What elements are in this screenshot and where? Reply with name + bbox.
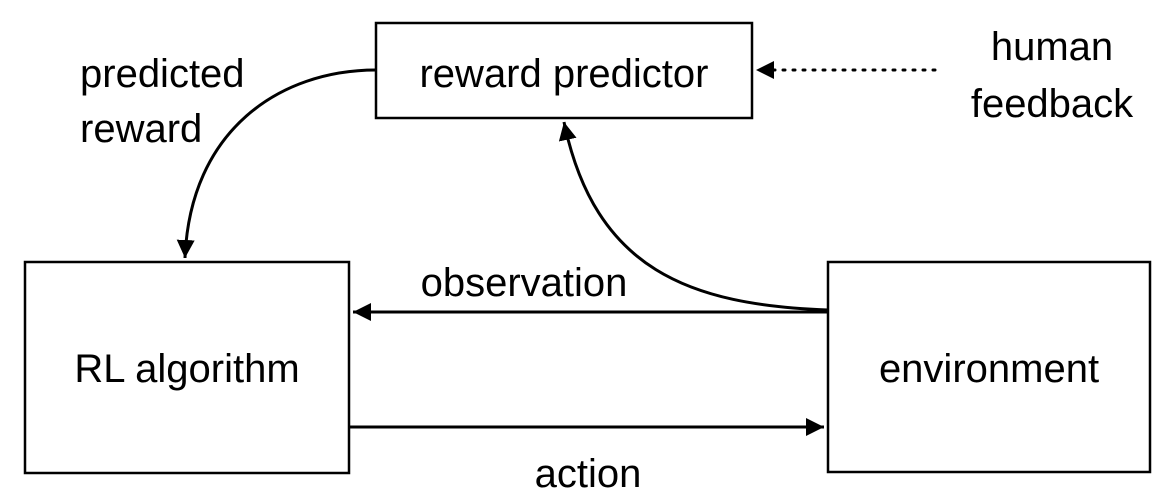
action-label: action (535, 452, 642, 494)
observation-label: observation (421, 261, 628, 305)
edge-environment-to-reward-predictor (558, 121, 829, 312)
node-environment: environment (826, 260, 1152, 474)
edge-observation: observation (353, 261, 828, 321)
environment-to-reward-predictor-arrow (558, 121, 829, 312)
node-rl-algorithm: RL algorithm (23, 260, 351, 475)
node-reward-predictor: reward predictor (374, 21, 754, 120)
edge-predicted-reward: predicted reward (80, 52, 377, 259)
edge-action: action (349, 418, 824, 494)
reward-predictor-label: reward predictor (419, 52, 708, 96)
human-feedback-label-line2: feedback (971, 82, 1134, 126)
reward-predictor-box (374, 21, 754, 120)
predicted-reward-label-line2: reward (80, 107, 202, 151)
edge-human-feedback: human feedback (754, 25, 1134, 126)
environment-box (826, 260, 1152, 474)
rl-algorithm-label: RL algorithm (74, 347, 299, 391)
predicted-reward-label-line1: predicted (80, 52, 245, 96)
rl-algorithm-box (23, 260, 351, 475)
environment-label: environment (879, 347, 1099, 391)
human-feedback-label-line1: human (991, 25, 1113, 69)
predicted-reward-arrow (176, 68, 377, 259)
